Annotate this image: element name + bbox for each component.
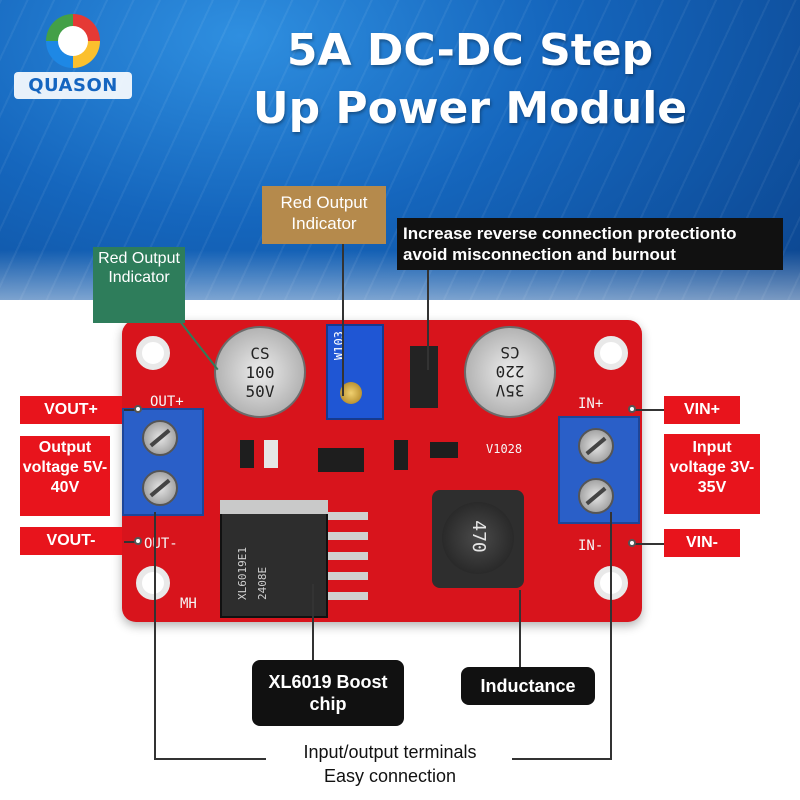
smd-component <box>318 448 364 472</box>
callout-reverse-protection: Increase reverse connection protectionto… <box>397 218 783 270</box>
callout-vin-minus: VIN- <box>664 529 740 557</box>
capacitor-right: 35V 220 CS <box>464 326 556 418</box>
chip-marking-2: 2408E <box>256 566 269 600</box>
silk-in-plus: IN+ <box>578 396 604 412</box>
chip-pin <box>328 512 368 520</box>
terminals-note-line-1: Input/output terminals <box>303 742 477 762</box>
smd-component <box>240 440 254 468</box>
leader-line <box>124 541 136 543</box>
input-terminal-block <box>558 416 640 524</box>
callout-boost-chip: XL6019 Boost chip <box>252 660 404 726</box>
leader-line <box>124 409 136 411</box>
output-led <box>264 440 278 468</box>
inductor-marking: 470 <box>467 520 489 553</box>
silk-out-plus: OUT+ <box>150 394 184 410</box>
xl6019-chip: XL6019E1 2408E <box>220 500 328 618</box>
screw-icon <box>578 428 614 464</box>
silk-in-minus: IN- <box>578 538 604 554</box>
screw-icon <box>142 470 178 506</box>
chip-marking-1: XL6019E1 <box>236 547 249 600</box>
leader-line <box>312 584 314 660</box>
terminals-note: Input/output terminals Easy connection <box>260 740 520 788</box>
leader-line <box>512 758 612 760</box>
smd-component <box>430 442 458 458</box>
callout-inductance: Inductance <box>461 667 595 705</box>
leader-dot <box>628 539 636 547</box>
pot-adjust-screw-icon <box>340 382 362 404</box>
silk-mh: MH <box>180 596 197 612</box>
leader-line <box>632 409 664 411</box>
logo-text: QUASON <box>14 72 132 99</box>
callout-red-output-indicator-left: Red Output Indicator <box>93 247 185 323</box>
inductor-core: 470 <box>442 502 514 574</box>
screw-icon <box>142 420 178 456</box>
brand-logo: QUASON <box>14 14 132 104</box>
leader-line <box>154 758 266 760</box>
leader-dot <box>628 405 636 413</box>
potentiometer: W103 <box>326 324 384 420</box>
callout-vin-plus: VIN+ <box>664 396 740 424</box>
cap-left-line-1: CS <box>250 344 270 363</box>
terminals-note-line-2: Easy connection <box>323 766 457 786</box>
silk-out-minus: OUT- <box>144 536 178 552</box>
callout-vout-minus: VOUT- <box>20 527 122 555</box>
mounting-hole <box>136 566 170 600</box>
mounting-hole <box>136 336 170 370</box>
cap-left-line-2: 100 <box>245 363 275 382</box>
chip-pin <box>328 552 368 560</box>
capacitor-left: CS 100 50V <box>214 326 306 418</box>
leader-line <box>519 590 521 667</box>
leader-line <box>427 270 429 370</box>
mounting-hole <box>594 336 628 370</box>
cap-right-line-2: 220 <box>495 362 525 381</box>
logo-badge-icon <box>46 14 100 68</box>
cap-right-line-1: 35V <box>495 381 525 400</box>
callout-input-voltage: Input voltage 3V-35V <box>664 434 760 514</box>
leader-line <box>154 512 156 758</box>
screw-icon <box>578 478 614 514</box>
leader-dot <box>134 405 142 413</box>
chip-heat-tab <box>220 500 328 514</box>
title-line-1: 5A DC-DC Step <box>286 25 654 76</box>
cap-left-line-3: 50V <box>245 382 275 401</box>
chip-pin <box>328 572 368 580</box>
chip-pin <box>328 532 368 540</box>
output-terminal-block <box>122 408 204 516</box>
title-line-2: Up Power Module <box>252 83 688 134</box>
callout-vout-plus: VOUT+ <box>20 396 122 424</box>
inductor: 470 <box>432 490 524 588</box>
callout-output-voltage: Output voltage 5V-40V <box>20 436 110 516</box>
page-title: 5A DC-DC Step Up Power Module <box>180 22 760 138</box>
pcb-board: OUT+ OUT- IN+ IN- MH V1028 CS 100 50V 35… <box>122 320 642 622</box>
callout-red-output-indicator-top: Red Output Indicator <box>262 186 386 244</box>
leader-line <box>632 543 664 545</box>
cap-right-line-3: CS <box>500 343 520 362</box>
chip-pin <box>328 592 368 600</box>
protection-diode <box>410 346 438 408</box>
leader-dot <box>134 537 142 545</box>
silk-version: V1028 <box>486 442 523 456</box>
leader-line <box>342 244 344 396</box>
leader-line <box>610 512 612 758</box>
smd-component <box>394 440 408 470</box>
